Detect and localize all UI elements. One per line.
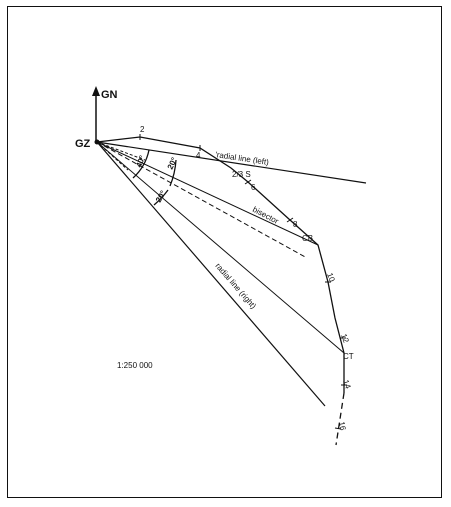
tick-8 — [286, 217, 294, 223]
track-label-4: 4 — [196, 151, 201, 160]
angle-left-label: 20° — [166, 156, 179, 171]
fallout-track-extension — [335, 392, 345, 446]
track-label-2-3-s: 2/3 S — [232, 170, 251, 179]
north-arrowhead-icon — [92, 86, 100, 96]
scale-text: 1:250 000 — [117, 361, 153, 370]
north-label: GN — [101, 89, 118, 101]
track-label-2: 2 — [140, 125, 145, 134]
track-label-10: 10 — [325, 272, 337, 284]
angle-arc-center — [132, 149, 150, 179]
track-label-6: 6 — [251, 183, 256, 192]
right-radial-line — [96, 141, 326, 407]
bisector-line — [96, 141, 308, 259]
left-radial-line — [96, 141, 367, 184]
track-label-cb: CB — [302, 234, 313, 243]
inner-dashed-ray-2 — [96, 141, 129, 171]
tick-16 — [334, 427, 342, 430]
track-label-16: 16 — [337, 421, 348, 432]
track-label-8: 8 — [293, 220, 298, 229]
track-label-12: 12 — [339, 333, 351, 345]
angle-arc-left — [169, 159, 177, 187]
angle-right-label: 20° — [154, 189, 168, 204]
track-label-ct: CT — [343, 352, 354, 361]
tick-6 — [244, 179, 252, 185]
angle-arc-right — [153, 189, 169, 206]
inner-dashed-ray-1 — [96, 141, 146, 161]
angle-center-label: 40° — [134, 154, 147, 168]
gz-label: GZ — [75, 138, 91, 150]
diagram-frame — [7, 6, 442, 498]
track-label-14: 14 — [341, 379, 353, 391]
ct-line — [96, 141, 345, 354]
cb-line — [96, 141, 319, 246]
